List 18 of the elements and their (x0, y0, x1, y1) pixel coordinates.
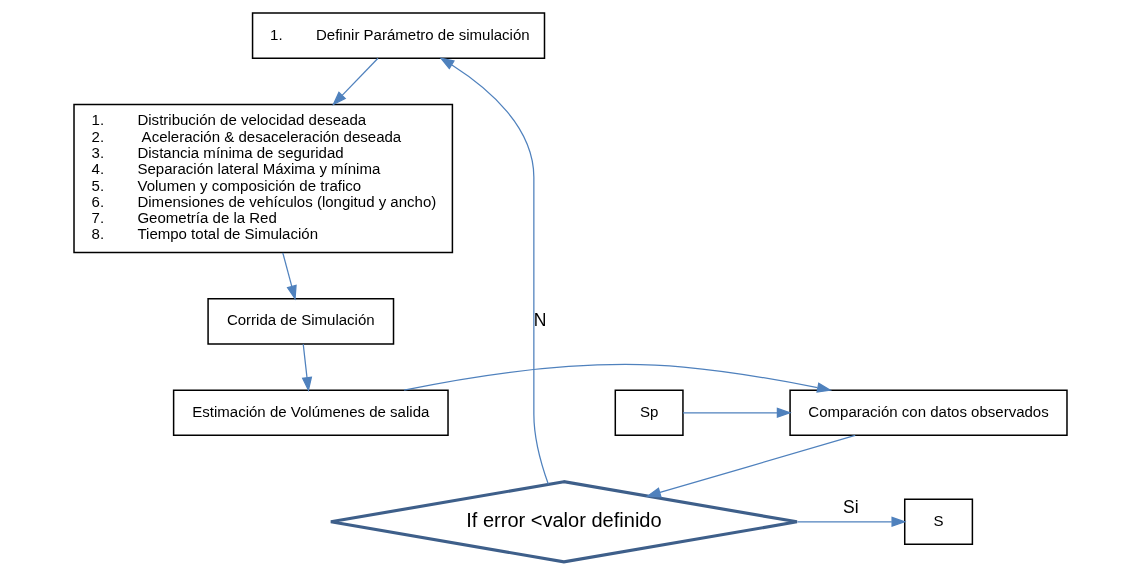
arrow (282, 252, 297, 301)
arrow (301, 343, 313, 393)
node-box: Sp (614, 389, 684, 437)
arrow (645, 434, 856, 498)
node-box: Corrida de Simulación (207, 298, 395, 345)
arrow (332, 57, 379, 106)
arrow (403, 364, 833, 393)
arrow (682, 407, 792, 419)
node-box: Comparación con datos observados (789, 389, 1068, 437)
arrow (796, 516, 907, 528)
node-box: 1. Distribución de velocidad deseada 2. Aceleración & desaceleración deseada 3. Distancia mínima de seguridad 4. Separación lateral Máxima y mínima 5. Volumen y composición de trafico 6. Dimensiones de vehículos (longitud y ancho) 7. Geometría de la Red 8. Tiempo total de Simulación (73, 103, 454, 254)
node-box: S (904, 498, 974, 546)
node-box: Estimación de Volúmenes de salida (172, 389, 449, 437)
edge-label: Si (843, 497, 859, 518)
node-box: 1. Definir Parámetro de simulación (251, 12, 546, 59)
edge-label: N (533, 309, 547, 330)
arrow (439, 57, 549, 485)
node-diamond: If error <valor definido (329, 480, 799, 564)
